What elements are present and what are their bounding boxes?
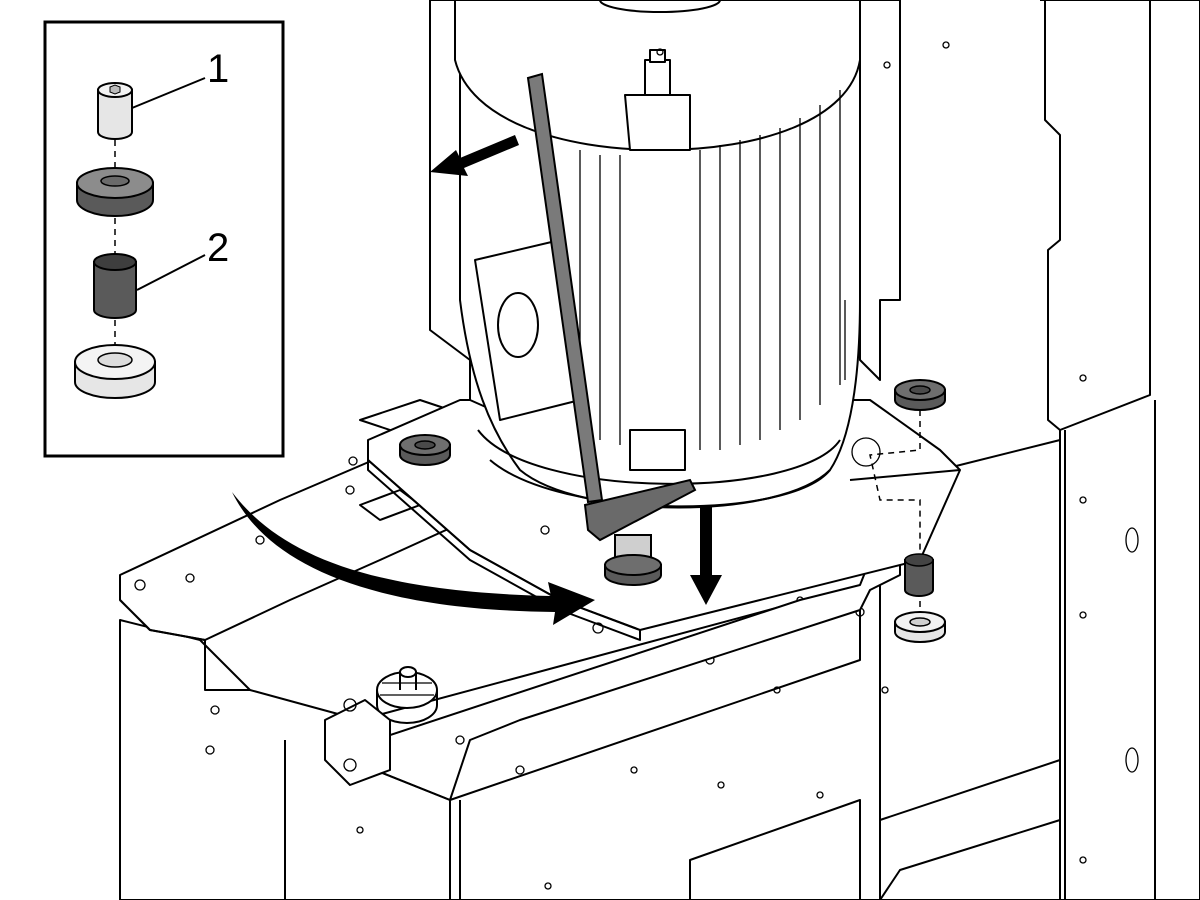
callout-2: 2 — [207, 226, 229, 270]
arrow-down-icon — [690, 505, 722, 605]
pry-bar-tool — [526, 72, 697, 586]
cooling-fins — [579, 90, 846, 450]
exploded-spacer-right — [869, 410, 946, 643]
arrow-left-icon — [430, 135, 519, 176]
bushing-left — [399, 434, 451, 466]
curved-arrow-icon — [232, 492, 595, 625]
drive-gear — [324, 666, 438, 786]
bushing-light-inset — [74, 344, 156, 399]
part-2-sleeve — [93, 253, 137, 319]
bushing-dark-inset — [76, 167, 154, 217]
right-cabinet-panels — [1040, 0, 1200, 900]
motor — [429, 0, 950, 509]
bushing-right — [894, 379, 946, 411]
exploded-parts-inset — [43, 20, 285, 458]
part-1-socket-screw — [97, 82, 133, 140]
callout-1: 1 — [207, 47, 229, 91]
